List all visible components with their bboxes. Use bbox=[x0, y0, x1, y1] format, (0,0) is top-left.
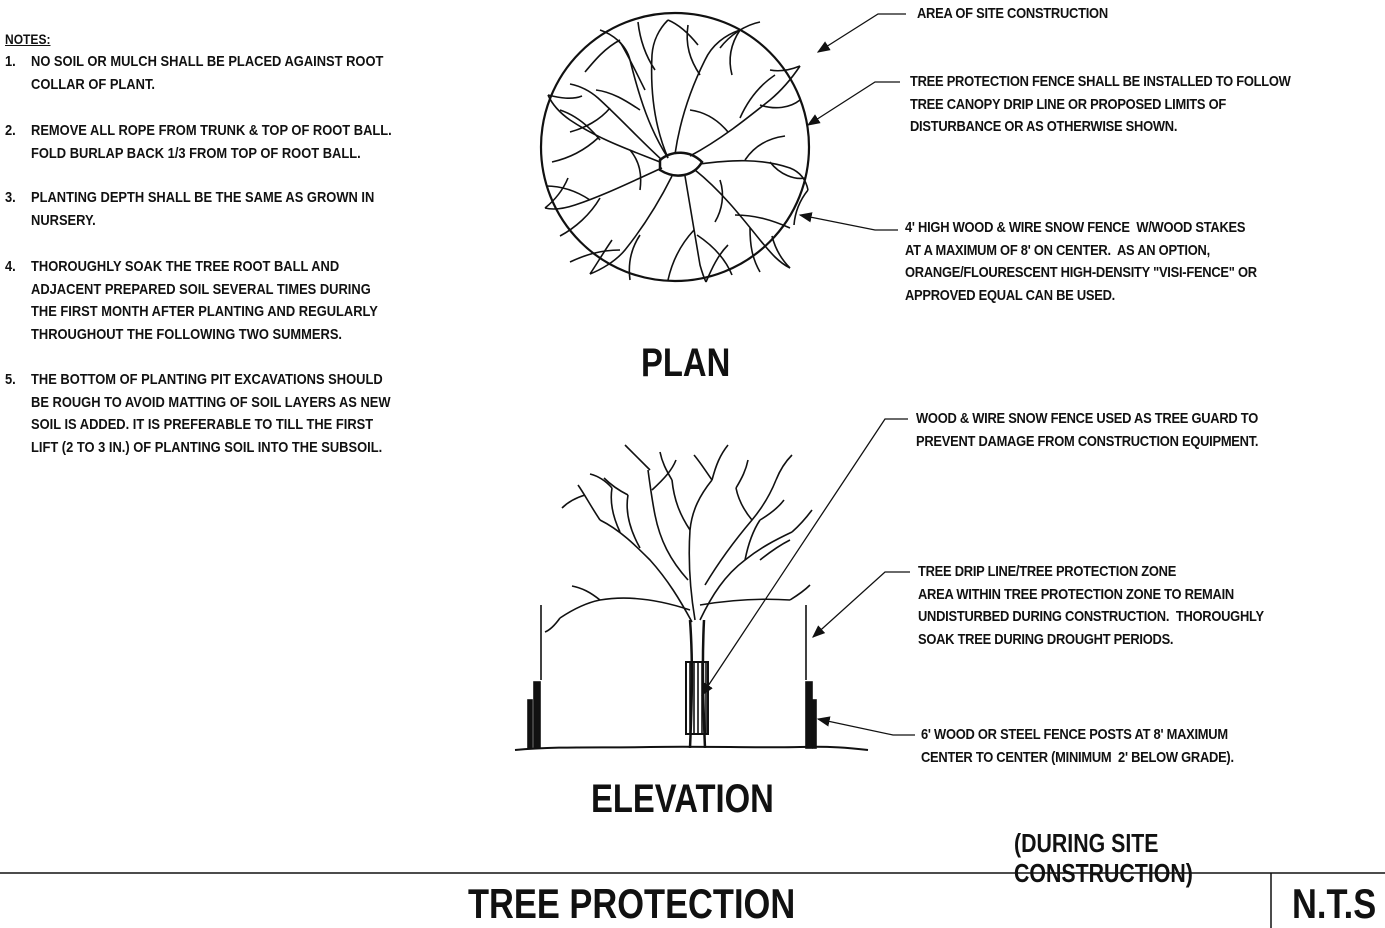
scale-label: N.T.S bbox=[1292, 880, 1377, 927]
callout-leaders bbox=[701, 13, 915, 736]
plan-label: PLAN bbox=[641, 341, 731, 385]
note-number: 3. bbox=[5, 189, 16, 206]
callout-site-construction: AREA OF SITE CONSTRUCTION bbox=[917, 5, 1108, 22]
drawing-title: TREE PROTECTION bbox=[468, 880, 796, 927]
callout-protection-zone: TREE DRIP LINE/TREE PROTECTION ZONE AREA… bbox=[918, 563, 1264, 648]
note-text: REMOVE ALL ROPE FROM TRUNK & TOP OF ROOT… bbox=[31, 122, 392, 162]
note-number: 4. bbox=[5, 258, 16, 275]
note-text: THOROUGHLY SOAK THE TREE ROOT BALL AND A… bbox=[31, 258, 378, 343]
elevation-label: ELEVATION bbox=[591, 777, 774, 821]
subtitle-during-construction: (DURING SITE CONSTRUCTION) bbox=[1014, 828, 1193, 888]
note-number: 5. bbox=[5, 371, 16, 388]
callout-snow-fence: 4' HIGH WOOD & WIRE SNOW FENCE W/WOOD ST… bbox=[905, 219, 1257, 304]
callout-tree-guard: WOOD & WIRE SNOW FENCE USED AS TREE GUAR… bbox=[916, 410, 1259, 450]
plan-canopy-drawing bbox=[539, 11, 811, 283]
note-text: THE BOTTOM OF PLANTING PIT EXCAVATIONS S… bbox=[31, 371, 391, 456]
note-number: 2. bbox=[5, 122, 16, 139]
notes-title: NOTES: bbox=[5, 31, 51, 47]
callout-protection-fence: TREE PROTECTION FENCE SHALL BE INSTALLED… bbox=[910, 73, 1291, 135]
note-text: PLANTING DEPTH SHALL BE THE SAME AS GROW… bbox=[31, 189, 375, 229]
note-number: 1. bbox=[5, 53, 16, 70]
note-text: NO SOIL OR MULCH SHALL BE PLACED AGAINST… bbox=[31, 53, 384, 93]
title-block-frame bbox=[0, 872, 1385, 928]
elevation-tree-drawing bbox=[514, 444, 869, 751]
callout-fence-posts: 6' WOOD OR STEEL FENCE POSTS AT 8' MAXIM… bbox=[921, 726, 1234, 766]
